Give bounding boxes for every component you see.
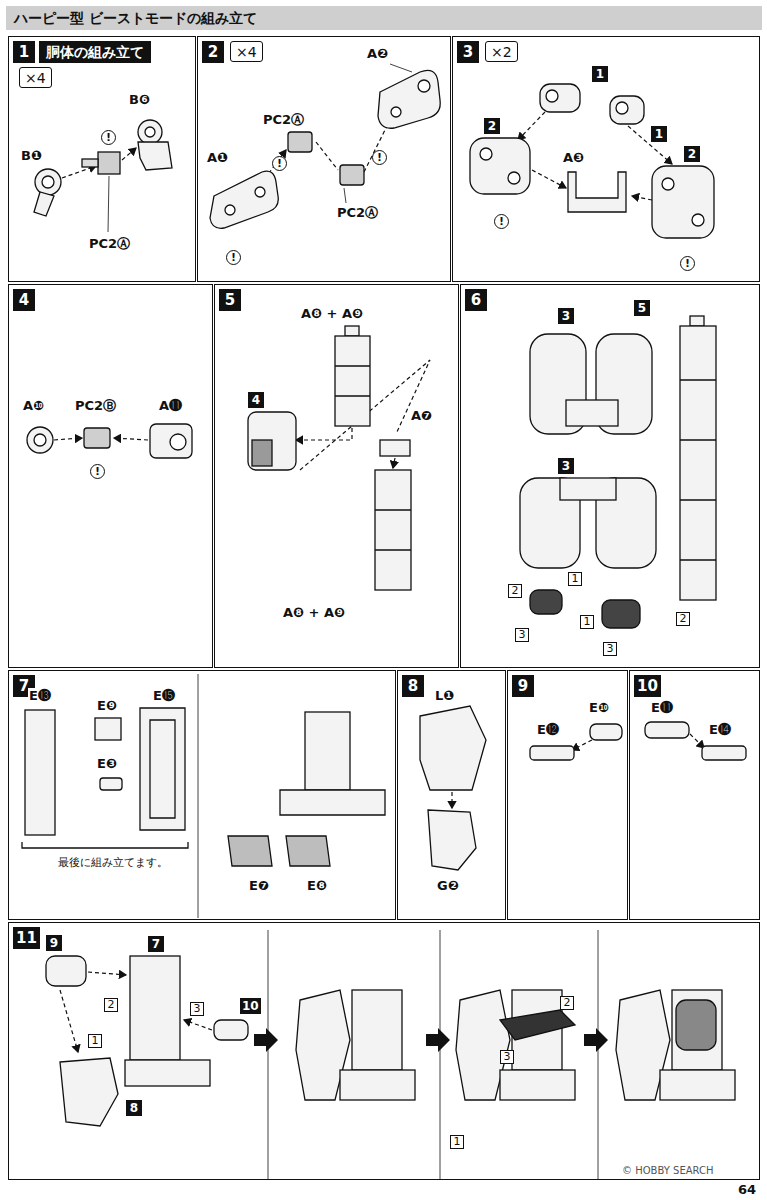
part-label: A❽ + A❾ — [282, 605, 346, 621]
order-number: 2 — [560, 996, 574, 1010]
part-label: E❾ — [96, 698, 118, 714]
title-band: ハーピー型 ビーストモードの組み立て — [6, 6, 762, 30]
part-label: E❼ — [248, 878, 270, 894]
part-label: E⓯ — [152, 688, 176, 704]
quantity-text: ×2 — [491, 44, 512, 60]
step-panel: 2 ×4 — [197, 36, 451, 282]
part-label: A❼ — [410, 408, 433, 424]
order-number: 1 — [580, 615, 594, 629]
order-number: 1 — [568, 572, 582, 586]
quantity-box: ×2 — [485, 41, 518, 62]
part-label: PC2Ⓑ — [74, 398, 117, 414]
part-label: PC2Ⓐ — [262, 112, 305, 128]
part-label: E⓭ — [28, 688, 52, 704]
part-label: A❸ — [562, 150, 585, 166]
order-number: 1 — [450, 1135, 464, 1149]
part-label: E❸ — [96, 756, 118, 772]
caution-mark: ! — [101, 130, 116, 145]
callout-number: 1 — [651, 126, 667, 142]
order-number: 3 — [603, 642, 617, 656]
step-number: 1 — [13, 41, 35, 63]
part-label: B❶ — [20, 148, 43, 164]
caution-mark: ! — [226, 250, 241, 265]
part-label: L❶ — [434, 688, 455, 704]
quantity-box: ×4 — [19, 67, 52, 88]
order-number: 2 — [508, 584, 522, 598]
part-label: PC2Ⓐ — [88, 236, 131, 252]
part-label: G❷ — [436, 878, 460, 894]
step-panel: 10 — [629, 670, 760, 920]
quantity-text: ×4 — [25, 70, 46, 86]
part-label: B❻ — [128, 92, 151, 108]
order-number: 3 — [500, 1050, 514, 1064]
callout-number: 3 — [558, 458, 574, 474]
part-label: A❿ — [22, 398, 45, 414]
callout-number: 7 — [148, 936, 164, 952]
step-number: 3 — [457, 41, 479, 63]
quantity-text: ×4 — [236, 44, 257, 60]
callout-number: 8 — [126, 1100, 142, 1116]
caution-mark: ! — [494, 214, 509, 229]
step-number: 8 — [402, 675, 424, 697]
part-label: E❿ — [588, 700, 610, 716]
part-label: A❽ + A❾ — [300, 306, 364, 322]
part-label: E❽ — [306, 878, 328, 894]
title-text: ハーピー型 ビーストモードの組み立て — [6, 6, 257, 30]
step-heading: 胴体の組み立て — [39, 41, 151, 63]
part-label: A❷ — [366, 46, 389, 62]
page-number: 64 — [738, 1182, 756, 1197]
part-label: A❶ — [206, 150, 229, 166]
step-number: 4 — [13, 289, 35, 311]
callout-number: 3 — [558, 308, 574, 324]
part-label: A⓫ — [158, 398, 183, 414]
note-text: 最後に組み立てます。 — [58, 856, 168, 870]
step-number: 6 — [465, 289, 487, 311]
callout-number: 2 — [484, 118, 500, 134]
callout-number: 10 — [240, 998, 261, 1014]
caution-mark: ! — [272, 156, 287, 171]
order-number: 1 — [88, 1034, 102, 1048]
step-panel: 7 — [8, 670, 396, 920]
order-number: 2 — [104, 998, 118, 1012]
order-number: 3 — [515, 628, 529, 642]
callout-number: 9 — [46, 935, 62, 951]
order-number: 2 — [676, 612, 690, 626]
callout-number: 4 — [248, 392, 264, 408]
caution-mark: ! — [372, 150, 387, 165]
step-panel: 4 — [8, 284, 213, 668]
order-number: 3 — [190, 1002, 204, 1016]
part-label: E⓮ — [708, 722, 732, 738]
step-number: 11 — [13, 927, 40, 949]
step-panel: 6 — [460, 284, 760, 668]
callout-number: 1 — [592, 66, 608, 82]
callout-number: 5 — [634, 300, 650, 316]
caution-mark: ! — [90, 464, 105, 479]
caution-mark: ! — [680, 256, 695, 271]
part-label: PC2Ⓐ — [336, 205, 379, 221]
step-number: 10 — [634, 675, 661, 697]
step-number: 2 — [202, 41, 224, 63]
part-label: E⓫ — [650, 700, 674, 716]
step-number: 5 — [219, 289, 241, 311]
part-label: E⓬ — [536, 722, 560, 738]
watermark: © HOBBY SEARCH — [622, 1165, 714, 1177]
step-number: 9 — [512, 675, 534, 697]
step-panel: 11 — [8, 922, 760, 1180]
quantity-box: ×4 — [230, 41, 263, 62]
callout-number: 2 — [684, 146, 700, 162]
